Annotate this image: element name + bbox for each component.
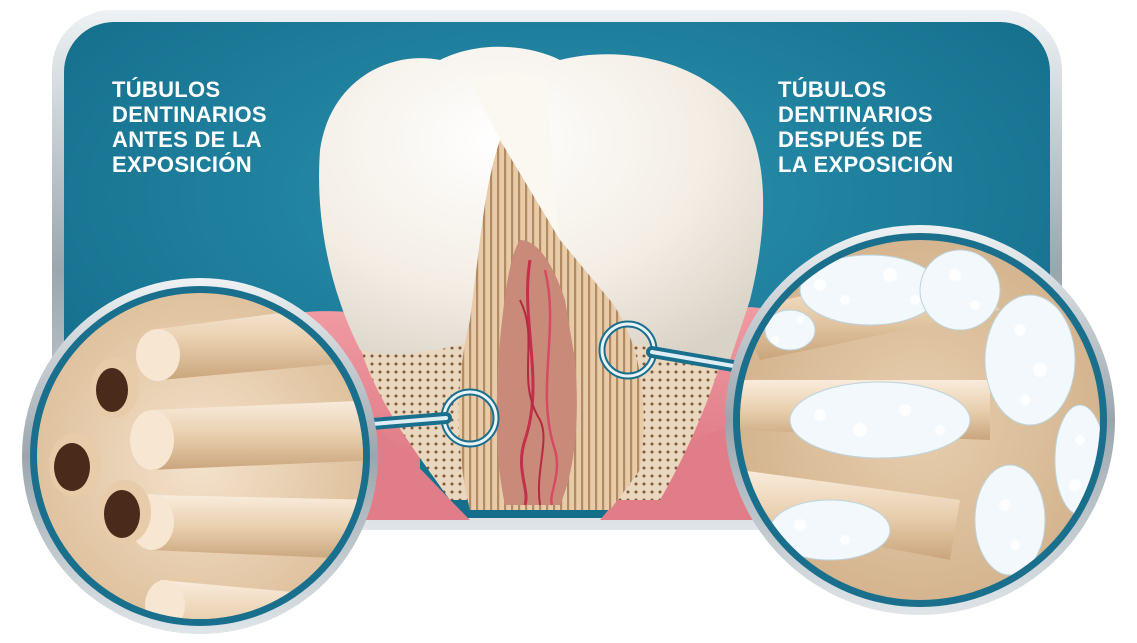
label-after-line-4: LA EXPOSICIÓN	[778, 152, 953, 177]
label-after-line-1: TÚBULOS	[778, 77, 953, 102]
label-before-line-2: DENTINARIOS	[112, 102, 267, 127]
label-before-exposure: TÚBULOS DENTINARIOS ANTES DE LA EXPOSICI…	[112, 77, 267, 177]
open-tubules-circle	[20, 278, 380, 643]
label-before-line-3: ANTES DE LA	[112, 127, 267, 152]
occluded-tubules-circle	[725, 225, 1115, 615]
label-after-line-3: DESPUÉS DE	[778, 127, 953, 152]
label-before-line-1: TÚBULOS	[112, 77, 267, 102]
label-after-line-2: DENTINARIOS	[778, 102, 953, 127]
label-after-exposure: TÚBULOS DENTINARIOS DESPUÉS DE LA EXPOSI…	[778, 77, 953, 177]
label-before-line-4: EXPOSICIÓN	[112, 152, 267, 177]
